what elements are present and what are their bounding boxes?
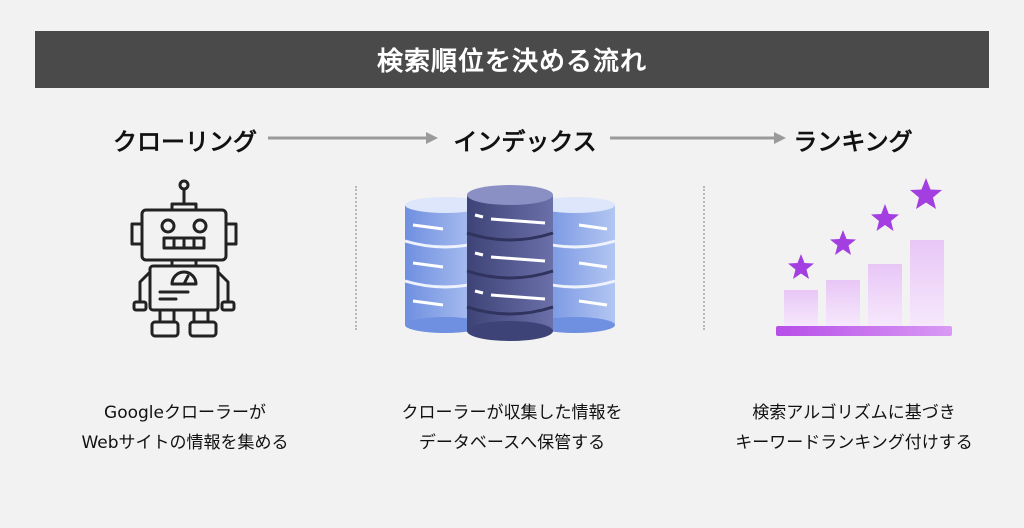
step-label-crawling: クローリング xyxy=(113,128,257,156)
step-label-indexing: インデックス xyxy=(453,128,597,156)
arrow-right-icon xyxy=(610,132,786,144)
ranking-stars-icon xyxy=(776,178,952,336)
divider xyxy=(355,186,357,330)
divider xyxy=(703,186,705,330)
step-description-ranking: 検索アルゴリズムに基づき キーワードランキング付けする xyxy=(735,403,973,453)
step-description-indexing: クローラーが収集した情報を データベースへ保管する xyxy=(401,403,623,453)
database-server-icon xyxy=(404,185,616,341)
step-label-ranking: ランキング xyxy=(793,128,913,156)
arrow-right-icon xyxy=(268,132,438,144)
robot-icon xyxy=(130,179,238,338)
title-banner: 検索順位を決める流れ xyxy=(35,31,989,88)
page-title: 検索順位を決める流れ xyxy=(376,47,647,77)
step-description-crawling: Googleクローラーが Webサイトの情報を集める xyxy=(81,403,289,453)
